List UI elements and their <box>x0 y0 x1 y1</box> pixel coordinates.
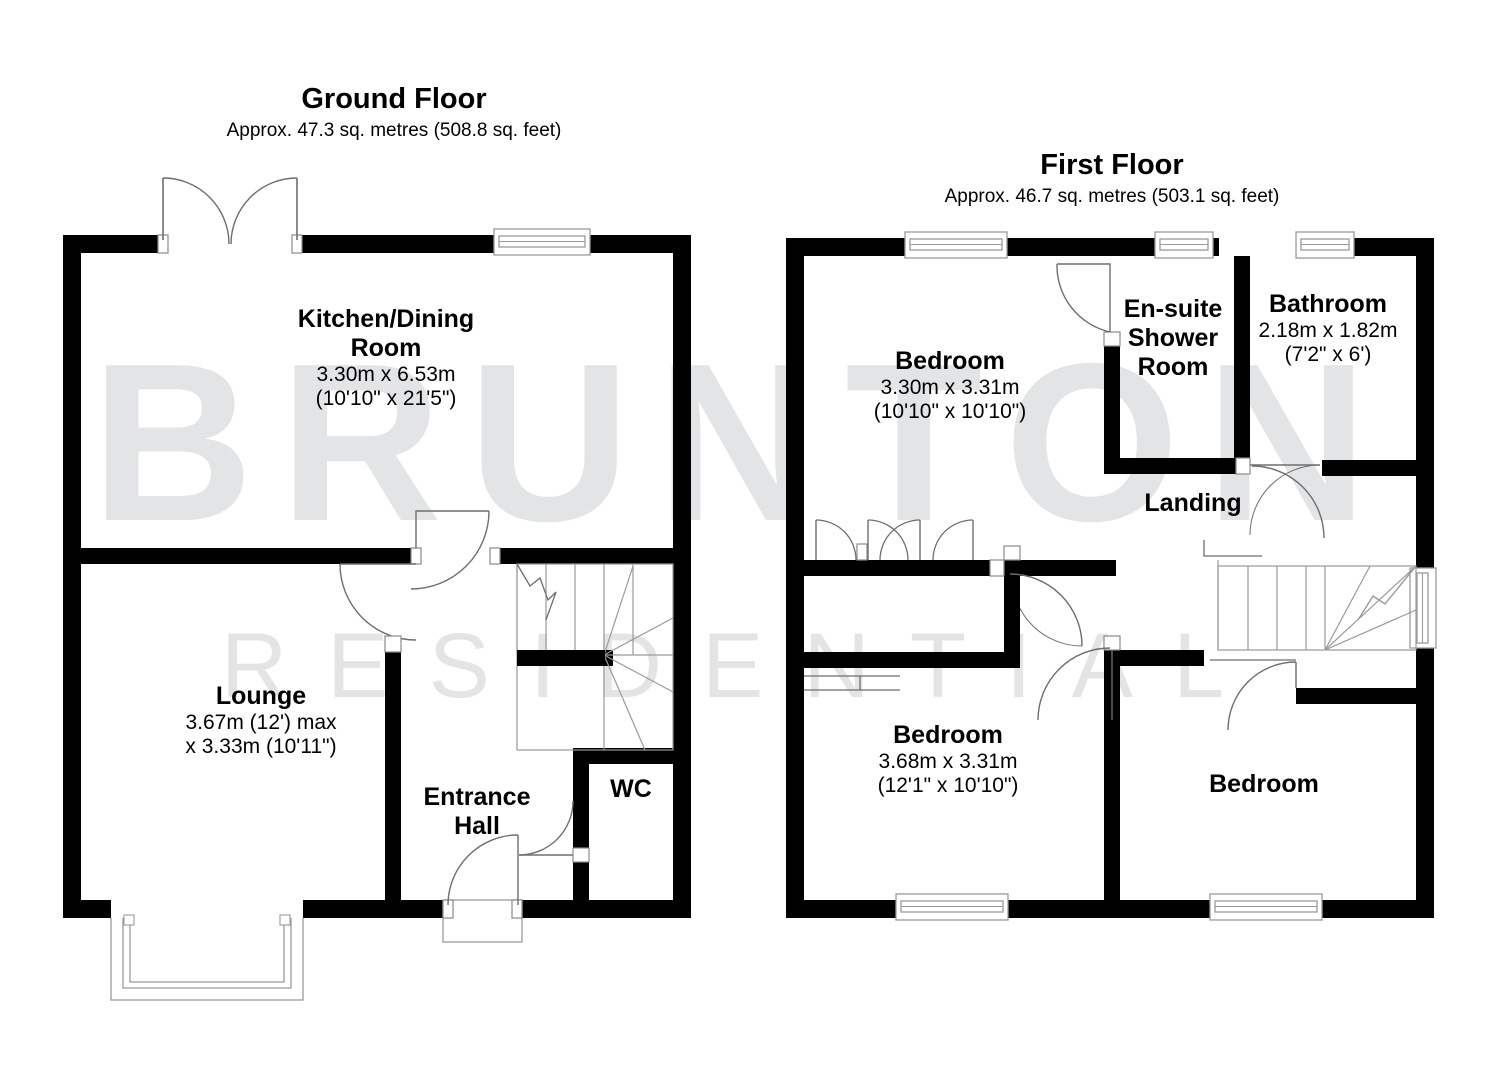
ground-floor-heading: Ground Floor Approx. 47.3 sq. metres (50… <box>184 82 604 144</box>
wardrobe-doors-bedroom1 <box>815 519 974 561</box>
ensuite-name-line3: Room <box>1137 353 1209 381</box>
first-floor-window-bed1 <box>904 231 1008 259</box>
room-label-bedroom-3: Bedroom <box>1178 770 1350 799</box>
ground-floor-entrance-door <box>442 834 523 943</box>
first-floor-window-bathroom <box>1295 231 1355 259</box>
room-label-bedroom-2: Bedroom 3.68m x 3.31m (12'1" x 10'10") <box>830 721 1066 799</box>
bedroom2-dim-imperial: (12'1" x 10'10") <box>877 774 1019 798</box>
kitchen-dim-imperial: (10'10" x 21'5") <box>315 387 457 411</box>
ground-floor-bay-window <box>110 914 304 1001</box>
first-floor-window-ensuite <box>1154 231 1214 259</box>
bathroom-dim-metric: 2.18m x 1.82m <box>1258 319 1398 342</box>
room-label-bedroom-1: Bedroom 3.30m x 3.31m (10'10" x 10'10") <box>840 347 1060 425</box>
first-floor-window-stairs <box>1409 567 1437 649</box>
kitchen-dim-metric: 3.30m x 6.53m <box>316 363 456 386</box>
first-floor-area: Approx. 46.7 sq. metres (503.1 sq. feet) <box>944 186 1280 208</box>
lounge-dim-metric: 3.67m (12') max <box>185 711 337 734</box>
bedroom2-dim-metric: 3.68m x 3.31m <box>878 750 1018 773</box>
ensuite-name-line2: Shower <box>1127 324 1219 352</box>
bedroom1-name: Bedroom <box>895 347 1005 375</box>
room-label-entrance-hall: Entrance Hall <box>393 783 561 841</box>
first-floor-window-bed3 <box>1209 893 1323 921</box>
room-label-kitchen-dining: Kitchen/Dining Room 3.30m x 6.53m (10'10… <box>261 305 511 412</box>
ground-floor-title: Ground Floor <box>301 83 487 115</box>
ensuite-name-line1: En-suite <box>1123 295 1223 323</box>
ground-floor-drawing <box>63 177 691 1001</box>
bathroom-dim-imperial: (7'2" x 6') <box>1284 343 1372 367</box>
lounge-name: Lounge <box>215 682 307 710</box>
room-label-landing: Landing <box>1110 489 1276 518</box>
bedroom3-name: Bedroom <box>1209 770 1319 798</box>
kitchen-name-line1: Kitchen/Dining <box>297 305 475 333</box>
first-floor-window-bed2 <box>895 893 1009 921</box>
first-floor-heading: First Floor Approx. 46.7 sq. metres (503… <box>906 148 1318 210</box>
entrance-hall-name-line2: Hall <box>454 812 500 840</box>
bedroom1-dim-metric: 3.30m x 3.31m <box>880 376 1020 399</box>
ground-floor-staircase <box>516 563 674 751</box>
bathroom-name: Bathroom <box>1268 290 1388 318</box>
entrance-hall-name-line1: Entrance <box>423 783 531 811</box>
bedroom1-dim-imperial: (10'10" x 10'10") <box>873 400 1027 424</box>
room-label-wc: WC <box>572 775 690 804</box>
room-label-ensuite-shower-room: En-suite Shower Room <box>1109 295 1237 382</box>
kitchen-name-line2: Room <box>350 334 422 362</box>
lounge-dim-imperial: x 3.33m (10'11") <box>185 735 337 759</box>
bedroom2-name: Bedroom <box>893 721 1003 749</box>
ground-floor-area: Approx. 47.3 sq. metres (508.8 sq. feet) <box>226 120 562 142</box>
first-floor-drawing <box>786 231 1437 921</box>
room-label-lounge: Lounge 3.67m (12') max x 3.33m (10'11") <box>126 682 396 760</box>
landing-name: Landing <box>1144 489 1242 517</box>
first-floor-staircase <box>1217 560 1417 651</box>
room-label-bathroom: Bathroom 2.18m x 1.82m (7'2" x 6') <box>1234 290 1422 368</box>
wc-name: WC <box>610 775 652 803</box>
first-floor-title: First Floor <box>1040 149 1184 181</box>
